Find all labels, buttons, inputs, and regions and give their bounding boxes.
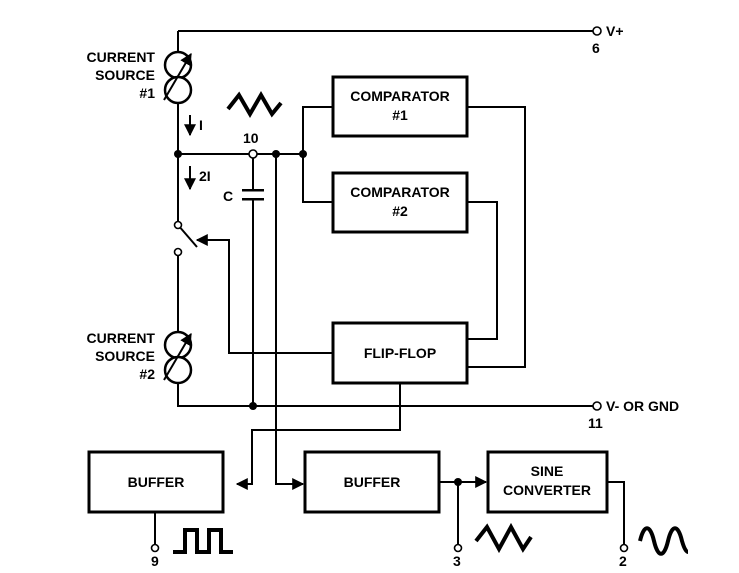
pin-10-terminal [248,149,258,159]
pin-10-label: 10 [243,130,259,146]
current-source-2-label-line1: CURRENT [87,330,156,346]
current-source-1-symbol [163,50,193,105]
comparator-1-block: COMPARATOR #1 [331,75,469,138]
wires [154,30,625,545]
current-source-1-label-line1: CURRENT [87,49,156,65]
buffer-left-label: BUFFER [128,474,185,490]
pin-9-number: 9 [151,553,159,569]
switch-contact-bottom [173,247,183,257]
sine-converter-label-line2: CONVERTER [503,482,591,498]
comparator-2-label-line2: #2 [392,203,408,219]
capacitor [242,189,264,201]
current-source-1-label-line3: #1 [139,85,155,101]
vminus-label: V- OR GND [606,398,679,414]
vminus-pin-number: 11 [588,415,603,431]
buffer-right-block: BUFFER [303,450,441,514]
pin-3-terminal [453,543,463,553]
pin-9-terminal [150,543,160,553]
square-wave-icon-pin9 [173,528,233,554]
pin-3-number: 3 [453,553,461,569]
junction-dots [174,150,462,486]
sine-converter-label-line1: SINE [531,463,564,479]
current-source-1-label-line2: SOURCE [95,67,155,83]
vplus-terminal [592,26,602,36]
buffer-right-label: BUFFER [344,474,401,490]
flip-flop-label: FLIP-FLOP [364,345,436,361]
pin-2-terminal [619,543,629,553]
capacitor-label: C [223,188,233,204]
current-source-2-label-line2: SOURCE [95,348,155,364]
switch-contact-top [173,220,183,230]
flip-flop-block: FLIP-FLOP [331,321,469,385]
current-source-2-symbol [163,330,193,385]
sine-wave-icon-pin2 [638,526,689,556]
comparator-1-label-line2: #1 [392,107,408,123]
text-labels: CURRENT SOURCE #1 CURRENT SOURCE #2 I 2I… [87,23,680,569]
triangle-wave-icon-pin3 [474,522,533,554]
triangle-wave-icon-node10 [226,91,283,118]
current-i-label: I [199,117,203,133]
terminals [150,26,629,553]
current-source-2-label-line3: #2 [139,366,155,382]
pin-2-number: 2 [619,553,627,569]
comparator-2-block: COMPARATOR #2 [331,171,469,234]
comparator-2-label-line1: COMPARATOR [350,184,450,200]
vplus-label: V+ [606,23,624,39]
vminus-terminal [592,401,602,411]
comparator-1-label-line1: COMPARATOR [350,88,450,104]
sine-converter-block: SINE CONVERTER [486,450,609,514]
vplus-pin-number: 6 [592,40,600,56]
current-2i-label: 2I [199,168,211,184]
waveform-icons [173,91,689,556]
buffer-left-block: BUFFER [87,450,225,514]
